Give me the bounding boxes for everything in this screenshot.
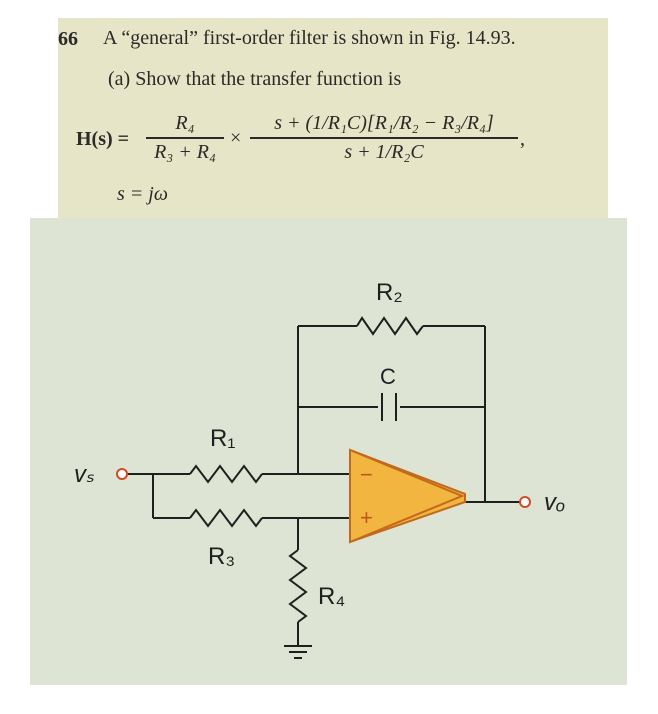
vo-label: vₒ (544, 489, 565, 516)
vs-label: vₛ (74, 461, 95, 488)
problem-number: 66 (58, 28, 78, 50)
gain-numerator: R₄ (175, 112, 195, 134)
r2-label: R₂ (376, 279, 403, 306)
pole-zero-denominator: s + 1/R₂C (344, 140, 424, 163)
transfer-function-label: H(s) = (76, 128, 130, 150)
circuit-wires (127, 325, 520, 659)
resistor-r1 (189, 464, 263, 484)
noninverting-input-sign: + (360, 505, 373, 530)
s-definition: s = jω (117, 183, 168, 205)
fraction-bar (146, 137, 224, 139)
pole-zero-fraction: s + (1/R₁C)[R₁/R₂ − R₃/R₄] s + 1/R₂C (250, 112, 518, 164)
gain-denominator: R₃ + R₄ (154, 140, 216, 163)
problem-statement: A “general” first-order filter is shown … (103, 27, 516, 49)
problem-part-a: (a) Show that the transfer function is (108, 68, 402, 90)
r1-label: R₁ (210, 425, 235, 452)
r4-label: R₄ (318, 583, 345, 610)
resistor-r2 (356, 316, 424, 336)
inverting-input-sign: − (360, 462, 373, 487)
circuit-figure-photo (30, 218, 627, 685)
fraction-bar (250, 137, 518, 139)
resistor-r4 (288, 549, 308, 623)
r3-label: R₃ (208, 543, 235, 570)
filter-circuit-diagram: R₂ C R₁ R₃ R₄ vₛ vₒ − + (74, 279, 565, 659)
gain-fraction: R₄ R₃ + R₄ (146, 112, 224, 164)
output-terminal (519, 496, 531, 508)
capacitor-label: C (380, 364, 396, 389)
resistor-r3 (189, 508, 263, 528)
problem-statement-photo (58, 18, 608, 218)
times-sign: × (230, 127, 242, 149)
pole-zero-numerator: s + (1/R₁C)[R₁/R₂ − R₃/R₄] (274, 112, 494, 134)
input-terminal (116, 468, 128, 480)
equation-comma: , (520, 128, 525, 150)
